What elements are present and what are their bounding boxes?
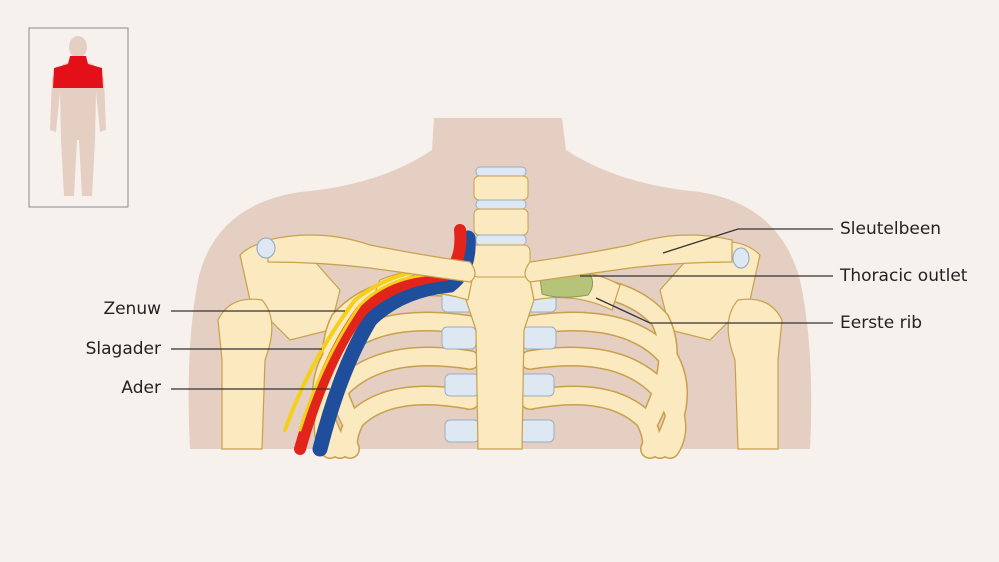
leader-eerste-rib [595, 297, 833, 324]
label-eerste-rib: Eerste rib [840, 313, 923, 333]
label-slagader: Slagader [85, 339, 161, 359]
label-ader: Ader [121, 378, 161, 398]
label-sleutelbeen: Sleutelbeen [840, 219, 942, 239]
left-clavicle [267, 234, 476, 283]
highlight-region [53, 56, 103, 88]
right-humerus [727, 298, 783, 450]
human-silhouette-icon [50, 36, 106, 196]
leader-sleutelbeen [662, 228, 833, 254]
label-thoracic-outlet: Thoracic outlet [840, 266, 968, 286]
label-zenuw: Zenuw [103, 299, 161, 319]
left-humerus [217, 298, 273, 450]
locator-inset [28, 27, 129, 208]
leader-lines [171, 228, 833, 390]
cervical-spine [471, 166, 531, 278]
